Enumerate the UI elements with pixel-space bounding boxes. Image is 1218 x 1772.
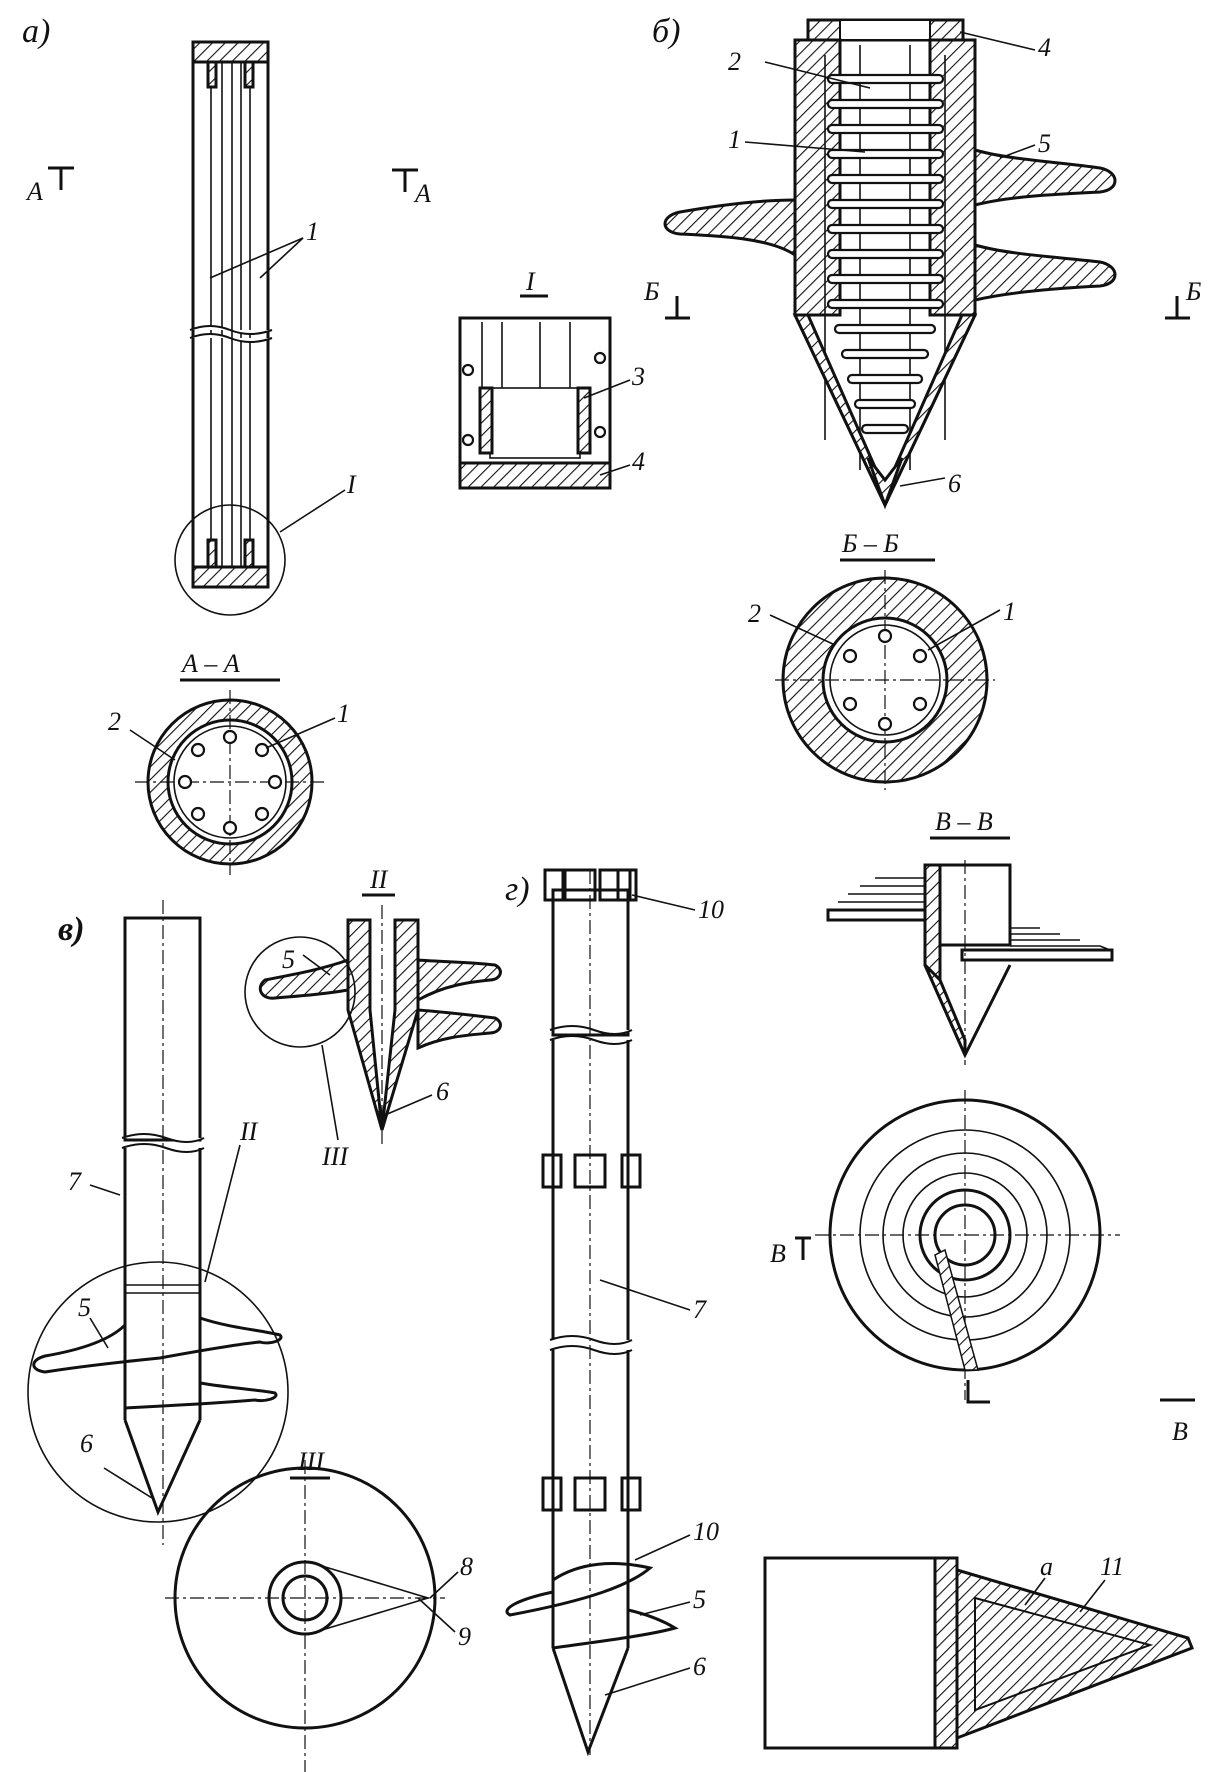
callout-11: 11 bbox=[1100, 1552, 1124, 1581]
callout-4-b: 4 bbox=[1038, 33, 1051, 62]
callout-7-v: 7 bbox=[68, 1167, 82, 1196]
callout-10-bottom: 10 bbox=[693, 1517, 719, 1546]
cut-marker-v-right: В bbox=[1172, 1417, 1188, 1446]
section-vv-title: В – В bbox=[935, 807, 993, 836]
cut-marker-b-right: Б bbox=[1185, 277, 1201, 306]
panel-b-label: б) bbox=[652, 13, 680, 50]
callout-detail-1: I bbox=[346, 470, 357, 499]
cut-marker-v: В bbox=[770, 1239, 786, 1268]
panel-a-label: а) bbox=[22, 13, 50, 50]
detail-1: I 3 4 bbox=[458, 267, 645, 490]
callout-6-b: 6 bbox=[948, 469, 961, 498]
callout-5-b: 5 bbox=[1038, 129, 1051, 158]
section-aa: А – А 2 1 bbox=[108, 649, 350, 875]
detail-3-title: III bbox=[297, 1447, 325, 1476]
callout-detail-3-marker: III bbox=[321, 1142, 349, 1171]
callout-6-detail2: 6 bbox=[436, 1077, 449, 1106]
callout-6-v: 6 bbox=[80, 1429, 93, 1458]
panel-a-pile: а) 1 I А А bbox=[22, 13, 431, 616]
section-aa-title: А – А bbox=[180, 649, 240, 678]
callout-1-a: 1 bbox=[306, 217, 319, 246]
panel-g-pile: г) 10 7 10 5 bbox=[505, 868, 724, 1757]
callout-1-b: 1 bbox=[728, 125, 741, 154]
callout-7-g: 7 bbox=[693, 1295, 707, 1324]
panel-g-label: г) bbox=[505, 871, 530, 908]
callout-5-detail2: 5 bbox=[282, 945, 295, 974]
detail-cone-tip: а 11 bbox=[763, 1552, 1194, 1750]
panel-b-pile: б) bbox=[643, 13, 1201, 510]
callout-9: 9 bbox=[458, 1622, 471, 1651]
callout-2-b: 2 bbox=[728, 47, 741, 76]
cut-marker-a-left: А bbox=[25, 177, 43, 206]
detail-2-title: II bbox=[369, 865, 389, 894]
callout-5-v: 5 bbox=[78, 1293, 91, 1322]
callout-2-bb: 2 bbox=[748, 599, 761, 628]
label-a: а bbox=[1040, 1552, 1053, 1581]
callout-1-aa: 1 bbox=[337, 699, 350, 728]
callout-detail-2-v: II bbox=[239, 1117, 259, 1146]
detail-3: III 8 9 bbox=[165, 1447, 473, 1772]
cut-marker-b-left: Б bbox=[643, 277, 659, 306]
section-bb-title: Б – Б bbox=[841, 529, 899, 558]
callout-2-aa: 2 bbox=[108, 707, 121, 736]
detail-1-title: I bbox=[525, 267, 536, 296]
section-bb: Б – Б 2 1 bbox=[748, 529, 1016, 790]
callout-6-g: 6 bbox=[693, 1652, 706, 1681]
callout-5-g: 5 bbox=[693, 1585, 706, 1614]
callout-1-bb: 1 bbox=[1003, 597, 1016, 626]
detail-2: II 5 6 III bbox=[244, 865, 502, 1171]
callout-8: 8 bbox=[460, 1552, 473, 1581]
panel-v-label: в) bbox=[58, 911, 85, 948]
section-vv: В – В В В bbox=[770, 807, 1195, 1446]
spiral-wire bbox=[826, 73, 945, 435]
callout-3: 3 bbox=[631, 362, 645, 391]
cut-marker-a-right: А bbox=[413, 179, 431, 208]
callout-4-detail: 4 bbox=[632, 447, 645, 476]
callout-10-top: 10 bbox=[698, 895, 724, 924]
panel-v-pile: в) 7 II 5 6 bbox=[27, 900, 289, 1545]
